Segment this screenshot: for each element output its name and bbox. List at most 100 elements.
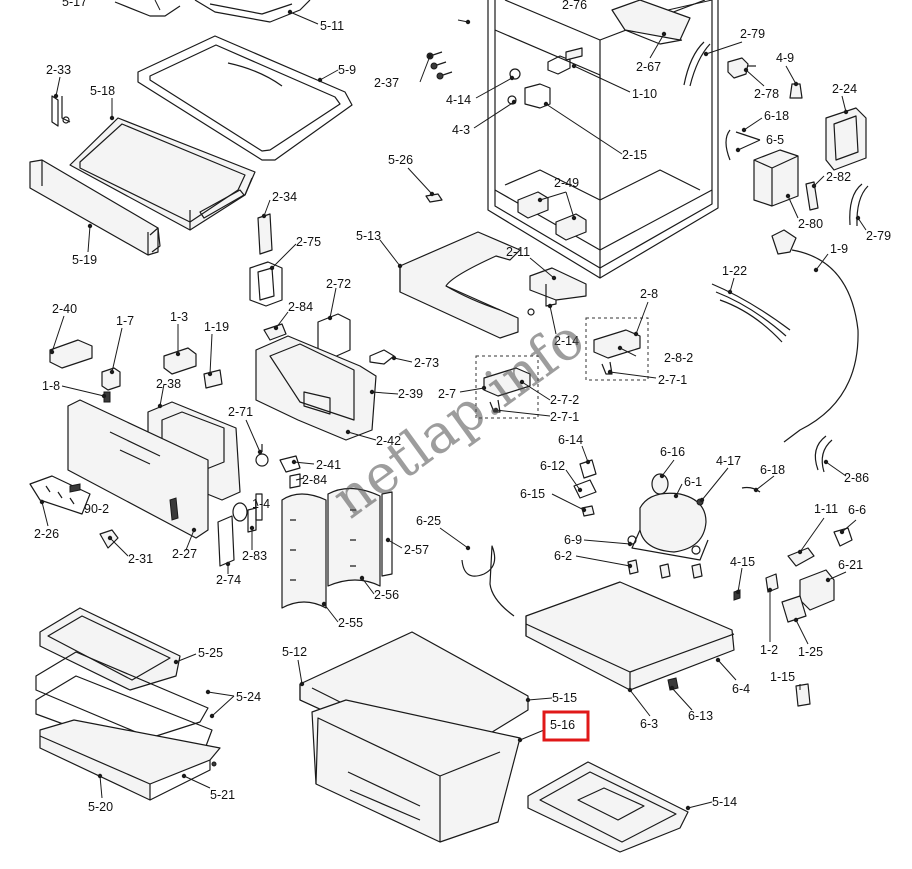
- label-4-15: 4-15: [730, 555, 755, 569]
- label-1-25: 1-25: [798, 645, 823, 659]
- label-5-16: 5-16: [550, 718, 575, 732]
- callout-labels: 5-17 5-11 5-9 2-33 5-18 5-19 2-34 2-75 2…: [34, 0, 891, 814]
- label-1-22: 1-22: [722, 264, 747, 278]
- label-5-21: 5-21: [210, 788, 235, 802]
- part-6-16: [651, 473, 669, 495]
- part-6-6: [833, 527, 853, 547]
- part-2-39: [255, 335, 377, 441]
- part-2-34: [257, 213, 273, 255]
- label-5-24: 5-24: [236, 690, 261, 704]
- part-2-74-ring: [232, 502, 248, 522]
- label-5-9: 5-9: [338, 63, 356, 77]
- part-5-18-drawer: [69, 117, 256, 231]
- part-2-79a: [683, 41, 711, 87]
- part-5-13-cover: [399, 231, 521, 339]
- label-2-75: 2-75: [296, 235, 321, 249]
- part-5-19-front: [29, 159, 161, 256]
- part-2-7-box: [475, 355, 539, 419]
- label-2-71: 2-71: [228, 405, 253, 419]
- part-4-14: [509, 68, 521, 80]
- part-2-82: [805, 181, 819, 211]
- label-2-74: 2-74: [216, 573, 241, 587]
- label-6-25: 6-25: [416, 514, 441, 528]
- label-2-73: 2-73: [414, 356, 439, 370]
- part-2-84b: [289, 473, 301, 489]
- label-2-7-1-left: 2-7-1: [550, 410, 579, 424]
- label-2-37: 2-37: [374, 76, 399, 90]
- label-2-76: 2-76: [562, 0, 587, 12]
- part-6-21: [799, 569, 835, 611]
- part-2-71: [255, 444, 269, 467]
- label-90-2: 90-2: [84, 502, 109, 516]
- label-2-78: 2-78: [754, 87, 779, 101]
- highlight-box-5-16: [542, 710, 590, 742]
- label-2-79-lower: 2-79: [866, 229, 891, 243]
- part-2-67: [611, 0, 691, 45]
- part-6-2: [627, 559, 703, 579]
- label-4-14: 4-14: [446, 93, 471, 107]
- part-1-9-cord: [771, 229, 859, 443]
- part-1-22-wires: [711, 283, 791, 343]
- part-5-14-tray: [527, 761, 689, 853]
- label-2-84-upper: 2-84: [288, 300, 313, 314]
- label-2-7-2: 2-7-2: [550, 393, 579, 407]
- leader-lines: [39, 0, 867, 811]
- label-1-9: 1-9: [830, 242, 848, 256]
- label-5-19: 5-19: [72, 253, 97, 267]
- part-2-83: [247, 507, 257, 533]
- label-2-31: 2-31: [128, 552, 153, 566]
- part-2-33-clip: [51, 95, 71, 127]
- label-2-83: 2-83: [242, 549, 267, 563]
- part-1-10: [547, 47, 583, 75]
- label-6-18-lower: 6-18: [760, 463, 785, 477]
- label-2-11: 2-11: [506, 245, 530, 259]
- label-1-8: 1-8: [42, 379, 60, 393]
- part-5-16-bin: [311, 699, 521, 843]
- label-5-14: 5-14: [712, 795, 737, 809]
- label-2-42: 2-42: [376, 434, 401, 448]
- label-2-56: 2-56: [374, 588, 399, 602]
- label-2-86: 2-86: [844, 471, 869, 485]
- label-2-72: 2-72: [326, 277, 351, 291]
- label-5-26: 5-26: [388, 153, 413, 167]
- label-2-33: 2-33: [46, 63, 71, 77]
- part-1-25: [781, 595, 807, 623]
- part-2-57: [381, 491, 393, 577]
- part-6-12: [573, 479, 597, 499]
- label-5-15: 5-15: [552, 691, 577, 705]
- label-2-39: 2-39: [398, 387, 423, 401]
- label-6-12: 6-12: [540, 459, 565, 473]
- label-2-79-upper: 2-79: [740, 27, 765, 41]
- label-2-38: 2-38: [156, 377, 181, 391]
- label-6-16: 6-16: [660, 445, 685, 459]
- part-2-55: [281, 493, 327, 609]
- label-1-11: 1-11: [814, 502, 838, 516]
- label-2-41: 2-41: [316, 458, 341, 472]
- label-1-7: 1-7: [116, 314, 134, 328]
- part-5-25: [39, 607, 181, 691]
- part-2-56: [327, 487, 381, 587]
- label-6-1: 6-1: [684, 475, 702, 489]
- label-2-49: 2-49: [554, 176, 579, 190]
- label-1-4: 1-4: [252, 497, 270, 511]
- label-5-12: 5-12: [282, 645, 307, 659]
- part-2-73: [369, 349, 395, 365]
- part-2-49: [517, 191, 587, 241]
- label-5-20: 5-20: [88, 800, 113, 814]
- label-2-80: 2-80: [798, 217, 823, 231]
- label-1-19: 1-19: [204, 320, 229, 334]
- label-6-9: 6-9: [564, 533, 582, 547]
- label-2-84-lower: 2-84: [302, 473, 327, 487]
- label-6-3: 6-3: [640, 717, 658, 731]
- label-5-18: 5-18: [90, 84, 115, 98]
- part-6-18a: [725, 129, 761, 161]
- part-5-20-21: [39, 719, 221, 801]
- part-1-2: [765, 573, 779, 593]
- label-2-34: 2-34: [272, 190, 297, 204]
- part-1-3: [163, 347, 197, 375]
- label-6-13: 6-13: [688, 709, 713, 723]
- part-1-15: [795, 683, 811, 707]
- label-6-2: 6-2: [554, 549, 572, 563]
- label-2-8: 2-8: [640, 287, 658, 301]
